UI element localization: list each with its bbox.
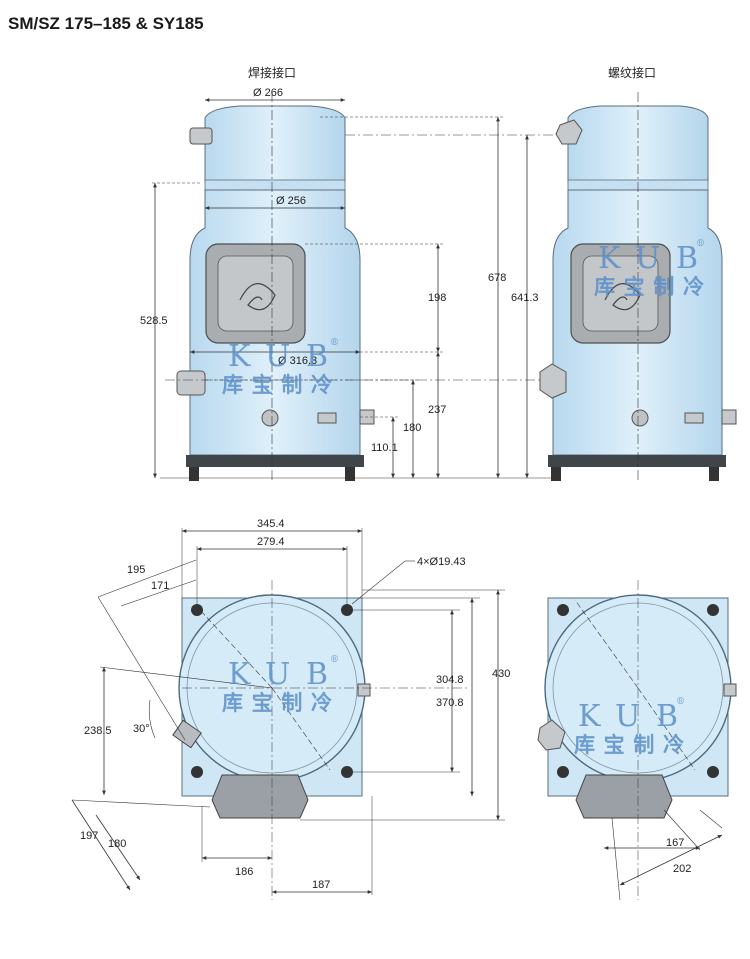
dim-height-180: 180 xyxy=(403,422,421,434)
dim-diameter-266: Ø 266 xyxy=(253,87,283,99)
dim-diameter-316: Ø 316.3 xyxy=(278,355,317,367)
dim-height-370: 370.8 xyxy=(436,697,464,709)
dim-diameter-256: Ø 256 xyxy=(276,195,306,207)
dim-angled-238: 238.5 xyxy=(84,725,112,737)
top-view-brazed: 345.4 279.4 4×Ø19.43 304.8 370.8 430 195… xyxy=(71,518,510,900)
mount-hole xyxy=(191,604,203,616)
scroll-logo-icon xyxy=(239,283,276,311)
dim-right-202: 202 xyxy=(673,863,691,875)
watermark-latin: KUB xyxy=(228,339,328,374)
dim-bottom-187: 187 xyxy=(312,879,330,891)
compressor-top-dome xyxy=(204,105,346,183)
dim-mount-holes: 4×Ø19.43 xyxy=(417,556,466,568)
top-view-threaded: 167 202 xyxy=(537,580,737,901)
watermark-latin: KUB xyxy=(598,241,698,276)
watermark-reg: ® xyxy=(696,239,705,249)
suction-fitting xyxy=(189,127,213,145)
mount-hole xyxy=(191,766,203,778)
dim-angle-30: 30° xyxy=(133,723,150,735)
rotolock-fitting-top xyxy=(555,119,583,145)
dim-height-198: 198 xyxy=(428,292,446,304)
watermark-right-front: KUB ® 库宝制冷 xyxy=(594,239,705,299)
dim-height-528: 528.5 xyxy=(140,315,168,327)
watermark-reg: ® xyxy=(676,697,685,707)
suction-fitting-top xyxy=(172,719,202,749)
dim-width-345: 345.4 xyxy=(257,518,285,530)
dim-angled-180: 180 xyxy=(108,838,126,850)
watermark-left-top: KUB ® 库宝制冷 xyxy=(222,655,339,715)
dim-height-430: 430 xyxy=(492,668,510,680)
dim-height-678: 678 xyxy=(488,272,506,284)
discharge-fitting xyxy=(176,370,206,396)
scroll-logo-icon xyxy=(604,283,641,311)
watermark-left-front: KUB ® 库宝制冷 xyxy=(222,338,339,397)
mounting-base xyxy=(186,455,364,467)
watermark-reg: ® xyxy=(330,655,339,665)
dim-height-237: 237 xyxy=(428,404,446,416)
dim-height-304: 304.8 xyxy=(436,674,464,686)
dim-width-279: 279.4 xyxy=(257,536,285,548)
watermark-latin: KUB xyxy=(578,699,678,734)
watermark-reg: ® xyxy=(330,338,339,348)
caption-brazed: 焊接接口 xyxy=(248,65,296,80)
dim-angled-195: 195 xyxy=(127,564,145,576)
terminal-box-top xyxy=(211,774,309,819)
dim-bottom-186: 186 xyxy=(235,866,253,878)
front-view-brazed: 焊接接口 Ø 266 Ø 256 Ø 316.3 528. xyxy=(140,65,560,481)
dim-right-167: 167 xyxy=(666,837,684,849)
dim-angled-197: 197 xyxy=(80,830,98,842)
dim-height-110: 110.1 xyxy=(371,442,398,454)
watermark-right-top: KUB ® 库宝制冷 xyxy=(574,697,685,757)
dim-angled-171: 171 xyxy=(151,580,169,592)
rotolock-fitting-side xyxy=(539,363,567,399)
caption-threaded: 螺纹接口 xyxy=(608,65,656,80)
sight-glass xyxy=(261,409,279,427)
watermark-latin: KUB xyxy=(228,657,328,692)
front-view-threaded: 螺纹接口 xyxy=(539,65,737,481)
dim-height-641: 641.3 xyxy=(511,292,539,304)
drawing-title: SM/SZ 175–185 & SY185 xyxy=(8,14,204,33)
